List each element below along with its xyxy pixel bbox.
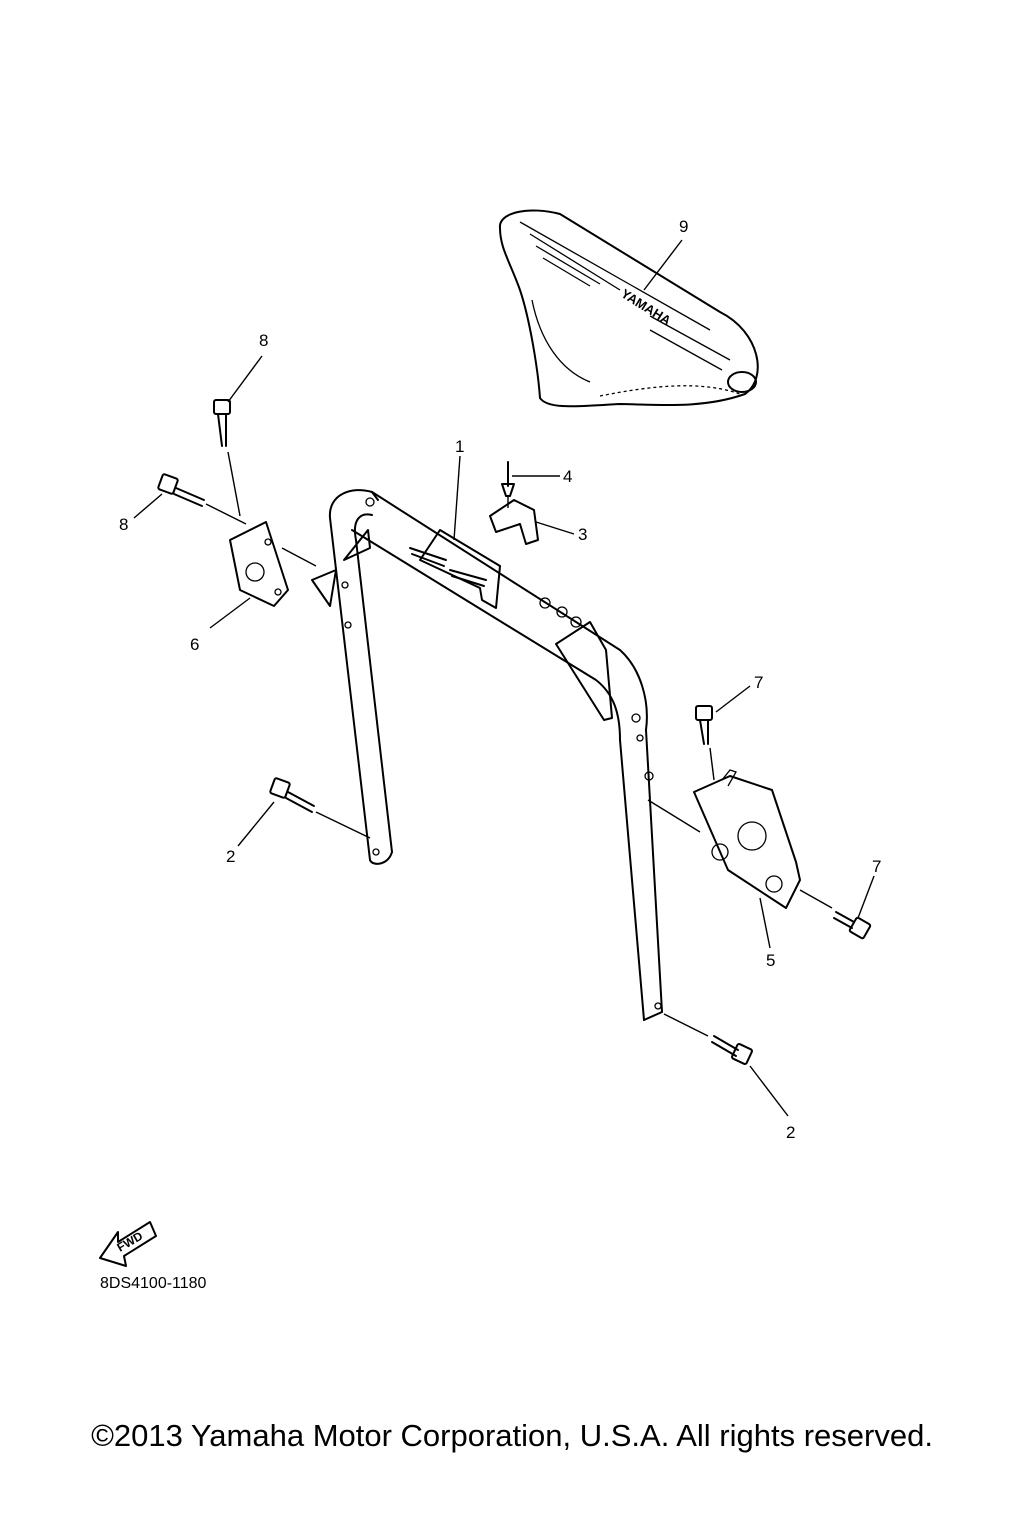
clamp-bolts xyxy=(409,547,487,587)
callout-9: 9 xyxy=(679,217,688,236)
callout-7-right: 7 xyxy=(872,857,881,876)
callout-1: 1 xyxy=(455,437,464,456)
callout-leaders xyxy=(133,239,875,1117)
bolt-8-left xyxy=(157,473,247,525)
bolt-8-top xyxy=(213,399,241,517)
bolt-7-right xyxy=(799,889,872,940)
fwd-label: FWD xyxy=(115,1229,146,1255)
callout-7-top: 7 xyxy=(754,673,763,692)
callout-3: 3 xyxy=(578,525,587,544)
bolt-2-left xyxy=(269,777,371,839)
callout-8-left: 8 xyxy=(119,515,128,534)
seat: YAMAHA xyxy=(499,209,759,408)
bolt-2-right xyxy=(663,1013,753,1065)
callout-8-top: 8 xyxy=(259,331,268,350)
callout-5: 5 xyxy=(766,951,775,970)
callout-2-right: 2 xyxy=(786,1123,795,1142)
diagram-code: 8DS4100-1180 xyxy=(100,1275,207,1292)
callout-4: 4 xyxy=(563,467,572,486)
seat-brand-text: YAMAHA xyxy=(618,286,674,329)
bracket-part6 xyxy=(229,521,289,607)
bolt-7-top xyxy=(695,705,715,781)
fwd-arrow-icon: FWD xyxy=(99,1221,157,1267)
clip-part3 xyxy=(489,499,539,545)
bracket-part5 xyxy=(693,769,801,909)
handle-bar xyxy=(311,489,663,1021)
callout-6: 6 xyxy=(190,635,199,654)
rivet-part4 xyxy=(501,461,515,508)
copyright-text: ©2013 Yamaha Motor Corporation, U.S.A. A… xyxy=(91,1418,933,1453)
callout-2-left: 2 xyxy=(226,847,235,866)
